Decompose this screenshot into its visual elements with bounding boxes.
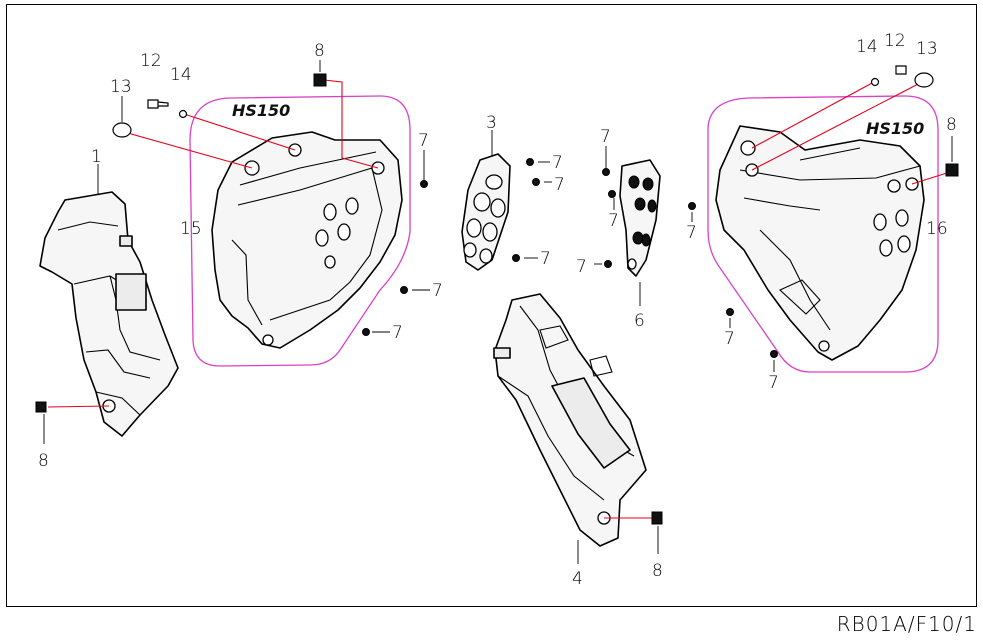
- screw-7: [726, 308, 734, 316]
- callout-8-left: 8: [38, 451, 49, 471]
- callout-13-left: 13: [110, 77, 132, 97]
- hs150-logo-right: HS150: [866, 119, 924, 138]
- drawing-reference: RB01A/F10/1: [836, 612, 977, 636]
- callout-15: 15: [180, 219, 202, 239]
- part-1-left-inner-cover: [39, 191, 179, 437]
- callout-7: 7: [432, 281, 443, 301]
- part-3-grommet-plate: [461, 153, 511, 271]
- callout-14-right: 14: [856, 37, 878, 57]
- bolt-8-top: [313, 73, 327, 87]
- screw-7: [604, 260, 612, 268]
- bolt-8-bottom: [651, 511, 663, 525]
- callout-13-right: 13: [916, 39, 938, 59]
- callout-8-top: 8: [314, 41, 325, 61]
- callout-7: 7: [418, 131, 429, 151]
- screw-7: [688, 202, 696, 210]
- part-15-left-side-cover: HS150: [211, 101, 403, 349]
- screw-7: [608, 190, 616, 198]
- callout-12-right: 12: [884, 31, 906, 51]
- part-16-right-side-cover: HS150: [715, 119, 925, 361]
- callout-leaders: [43, 60, 953, 564]
- drawing-frame: [6, 4, 977, 607]
- screw-7: [770, 350, 778, 358]
- cap-13-right: [914, 72, 934, 88]
- bolt-12-left: [147, 99, 169, 109]
- callout-3: 3: [486, 113, 497, 133]
- part-4-lower-cover: [493, 293, 647, 547]
- part-6-grommet-plate: [619, 159, 661, 277]
- callout-16: 16: [926, 219, 948, 239]
- bolt-12-right: [895, 65, 907, 75]
- bolt-8-right: [945, 163, 959, 177]
- hs150-logo-left: HS150: [232, 101, 290, 120]
- callout-6: 6: [634, 311, 645, 331]
- callout-7: 7: [552, 153, 563, 173]
- leader-lines: [47, 79, 951, 519]
- callout-7: 7: [608, 211, 619, 231]
- callout-14-left: 14: [170, 65, 192, 85]
- screw-7: [420, 180, 428, 188]
- washer-14-right: [870, 77, 880, 87]
- zone-right-side-cover: [707, 95, 939, 373]
- screw-7: [400, 286, 408, 294]
- callout-8-right: 8: [946, 115, 957, 135]
- callout-7: 7: [768, 373, 779, 393]
- callout-7: 7: [686, 223, 697, 243]
- screw-7: [602, 168, 610, 176]
- callout-12-left: 12: [140, 51, 162, 71]
- callout-7: 7: [540, 249, 551, 269]
- bolt-8-left: [35, 401, 47, 413]
- screw-7: [526, 158, 534, 166]
- fasteners: [35, 65, 959, 525]
- callout-7: 7: [600, 127, 611, 147]
- callout-1: 1: [91, 147, 102, 167]
- callout-labels: 1 3 4 6 13 12 14 15 8 8 8 8 14 12 13 16 …: [38, 31, 957, 589]
- screw-7: [532, 178, 540, 186]
- screw-7: [362, 328, 370, 336]
- callout-4: 4: [572, 569, 583, 589]
- callout-7: 7: [724, 329, 735, 349]
- washer-14-left: [178, 109, 188, 119]
- callout-7: 7: [392, 323, 403, 343]
- callout-7: 7: [576, 257, 587, 277]
- cap-13-left: [112, 122, 132, 138]
- callout-7: 7: [554, 175, 565, 195]
- callout-8-bottom: 8: [652, 561, 663, 581]
- zone-left-side-cover: [189, 95, 411, 367]
- screw-7: [512, 254, 520, 262]
